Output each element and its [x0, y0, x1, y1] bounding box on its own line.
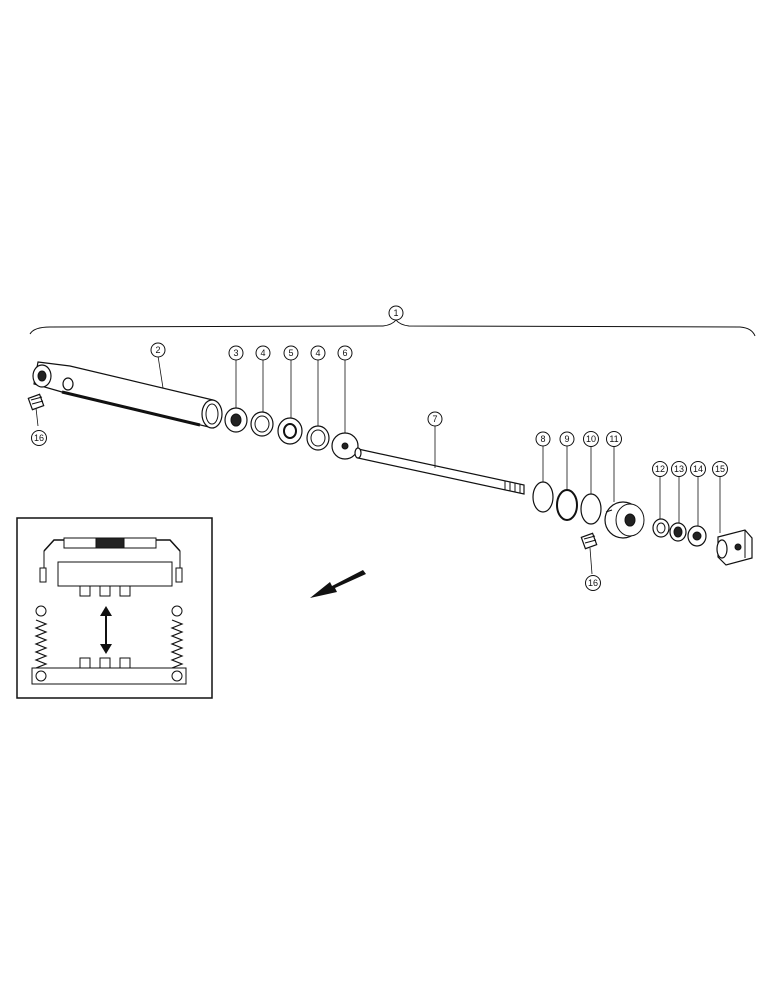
o-ring-part-9 — [556, 489, 578, 521]
callout-fitting-left: 16 — [31, 430, 47, 446]
seal-part-5 — [277, 417, 303, 445]
cylinder-barrel — [32, 361, 223, 429]
callout-assembly: 1 — [388, 305, 404, 321]
svg-text:12: 12 — [655, 464, 665, 474]
svg-text:4: 4 — [315, 348, 320, 358]
leader-lines — [35, 355, 721, 575]
o-ring-part-8 — [532, 481, 554, 513]
svg-text:8: 8 — [540, 434, 545, 444]
piston-rod — [354, 447, 525, 495]
washer-part-6 — [331, 432, 359, 460]
inset-symbol-panel — [16, 517, 213, 699]
ring-part-4b — [306, 425, 330, 451]
callout-part-12: 12 — [652, 461, 668, 477]
ring-part-4a — [250, 411, 274, 437]
callout-part-15: 15 — [712, 461, 728, 477]
assembly-bracket — [29, 319, 756, 337]
callout-part-11: 11 — [606, 431, 622, 447]
svg-text:16: 16 — [588, 578, 598, 588]
callout-fitting-right: 16 — [585, 575, 601, 591]
svg-text:9: 9 — [564, 434, 569, 444]
callout-part-6: 6 — [337, 345, 353, 361]
direction-arrow-icon — [310, 570, 366, 598]
callout-part-3: 3 — [228, 345, 244, 361]
o-ring-part-10 — [580, 493, 602, 525]
svg-text:6: 6 — [342, 348, 347, 358]
svg-text:5: 5 — [288, 348, 293, 358]
grease-fitting-left — [27, 393, 45, 411]
clevis-part-15 — [716, 529, 753, 566]
svg-text:1: 1 — [393, 308, 398, 318]
svg-text:10: 10 — [586, 434, 596, 444]
callout-part-4a: 4 — [255, 345, 271, 361]
grease-fitting-right — [580, 532, 598, 550]
callout-barrel: 2 — [150, 342, 166, 358]
svg-text:2: 2 — [155, 345, 160, 355]
nut-part-14 — [687, 525, 707, 547]
svg-text:13: 13 — [674, 464, 684, 474]
svg-text:7: 7 — [432, 414, 437, 424]
callout-part-13: 13 — [671, 461, 687, 477]
vertical-double-arrow-icon — [100, 606, 112, 654]
svg-text:11: 11 — [609, 434, 618, 444]
svg-text:16: 16 — [34, 433, 44, 443]
callout-part-5: 5 — [283, 345, 299, 361]
svg-text:3: 3 — [233, 348, 238, 358]
callout-part-14: 14 — [690, 461, 706, 477]
svg-text:14: 14 — [693, 464, 703, 474]
svg-text:4: 4 — [260, 348, 265, 358]
seal-part-3 — [224, 407, 248, 433]
callout-part-10: 10 — [583, 431, 599, 447]
svg-text:15: 15 — [715, 464, 725, 474]
washer-part-13 — [669, 522, 687, 542]
callout-part-8: 8 — [535, 431, 551, 447]
callout-rod: 7 — [427, 411, 443, 427]
callout-part-9: 9 — [559, 431, 575, 447]
nut-part-12 — [652, 518, 670, 538]
piston-head — [604, 501, 645, 539]
callout-part-4b: 4 — [310, 345, 326, 361]
